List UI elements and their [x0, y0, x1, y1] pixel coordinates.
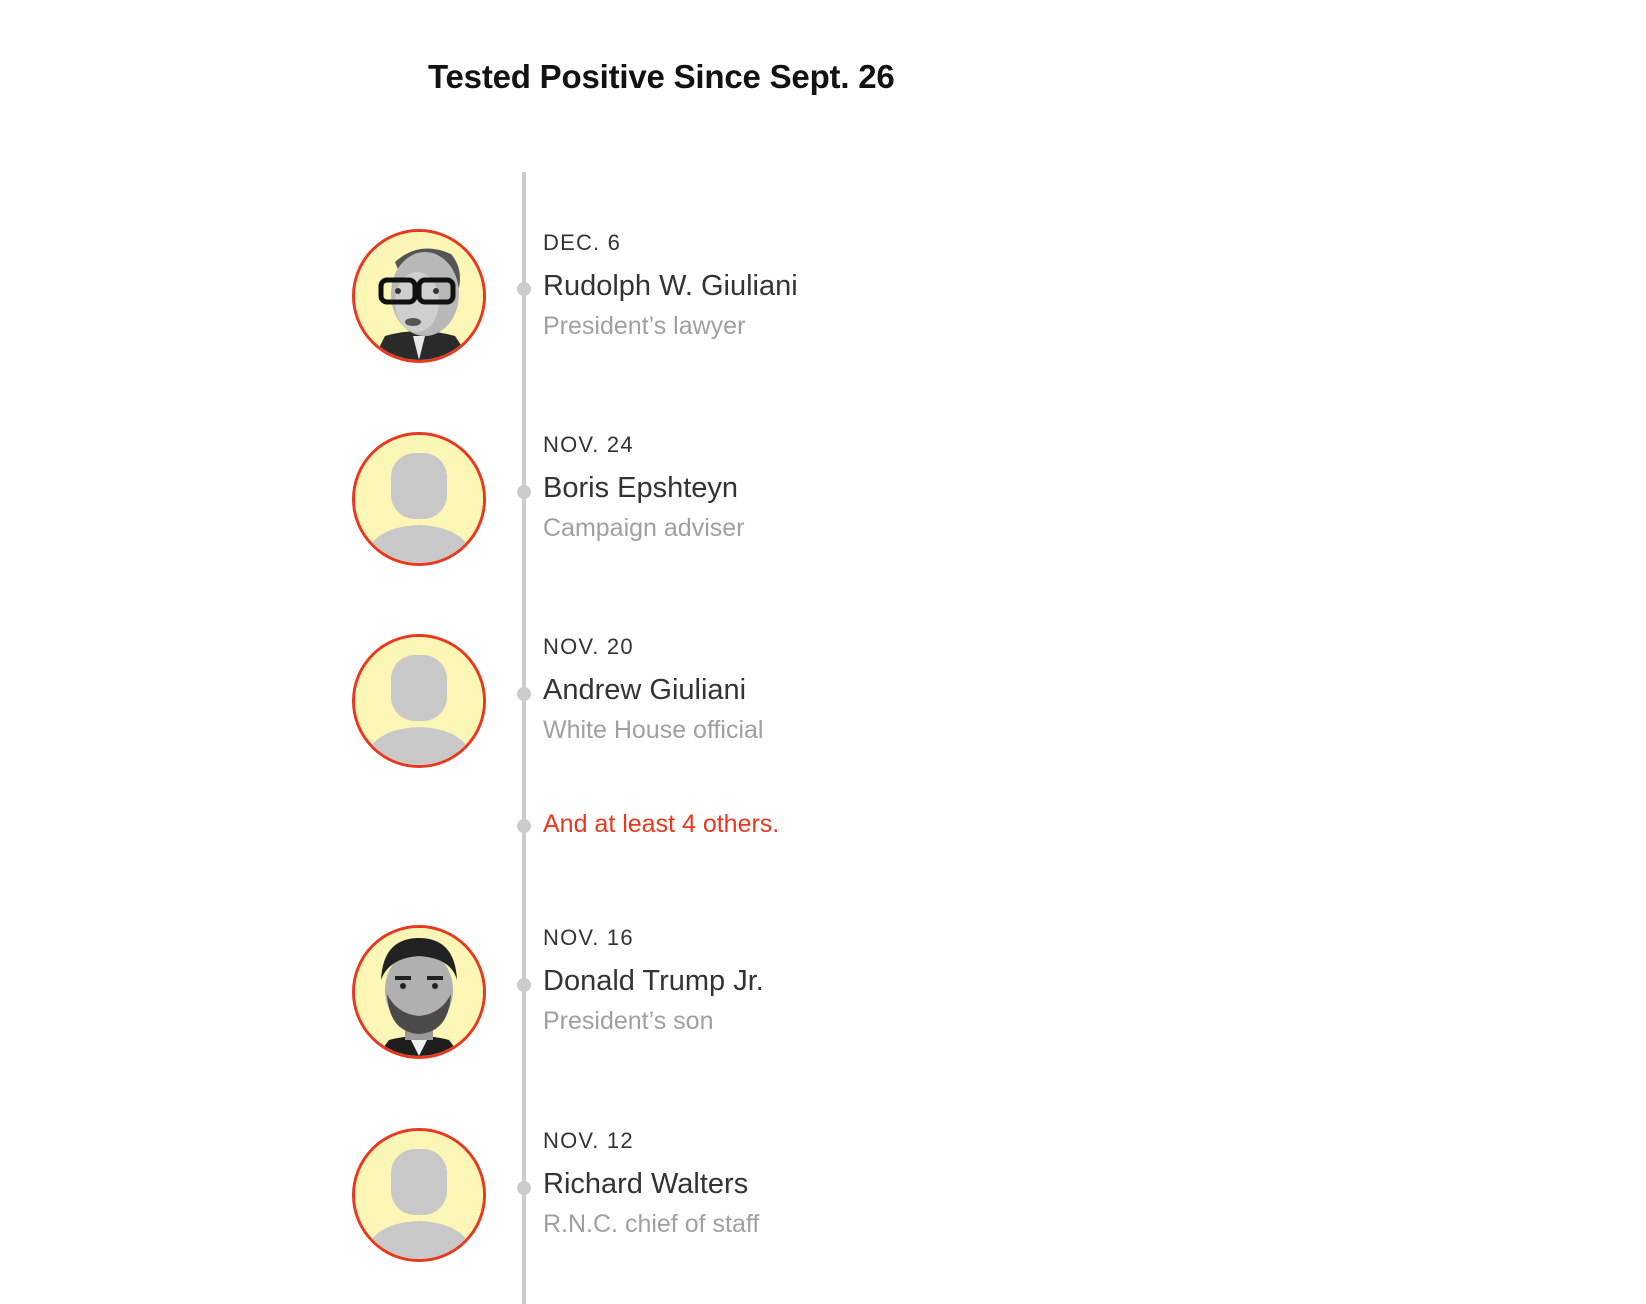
- others-note: And at least 4 others.: [543, 810, 780, 838]
- avatar-placeholder: [352, 634, 486, 768]
- portrait-icon: [355, 928, 483, 1056]
- entry-name: Richard Walters: [543, 1168, 749, 1200]
- person-placeholder-icon: [355, 435, 483, 563]
- entry-name: Boris Epshteyn: [543, 472, 739, 504]
- avatar-photo-trump-jr: [352, 925, 486, 1059]
- entry-date: DEC. 6: [543, 230, 622, 255]
- entry-date: NOV. 12: [543, 1128, 634, 1153]
- entry-name: Donald Trump Jr.: [543, 965, 764, 997]
- timeline-dot: [517, 282, 531, 296]
- entry-role: R.N.C. chief of staff: [543, 1210, 760, 1238]
- entry-date: NOV. 24: [543, 432, 634, 457]
- entry-date: NOV. 20: [543, 634, 634, 659]
- timeline-dot: [517, 978, 531, 992]
- entry-name: Andrew Giuliani: [543, 674, 747, 706]
- timeline-line: [522, 172, 526, 1304]
- avatar-photo-giuliani: [352, 229, 486, 363]
- entry-role: President’s son: [543, 1007, 714, 1035]
- entry-role: President’s lawyer: [543, 312, 746, 340]
- person-placeholder-icon: [355, 1131, 483, 1259]
- entry-date: NOV. 16: [543, 925, 634, 950]
- person-placeholder-icon: [355, 637, 483, 765]
- entry-role: White House official: [543, 716, 764, 744]
- entry-name: Rudolph W. Giuliani: [543, 270, 798, 302]
- entry-role: Campaign adviser: [543, 514, 745, 542]
- timeline-dot: [517, 687, 531, 701]
- avatar-placeholder: [352, 1128, 486, 1262]
- timeline-dot: [517, 485, 531, 499]
- timeline-dot: [517, 819, 531, 833]
- avatar-placeholder: [352, 432, 486, 566]
- portrait-icon: [355, 232, 483, 360]
- timeline-dot: [517, 1181, 531, 1195]
- page-title: Tested Positive Since Sept. 26: [428, 58, 895, 95]
